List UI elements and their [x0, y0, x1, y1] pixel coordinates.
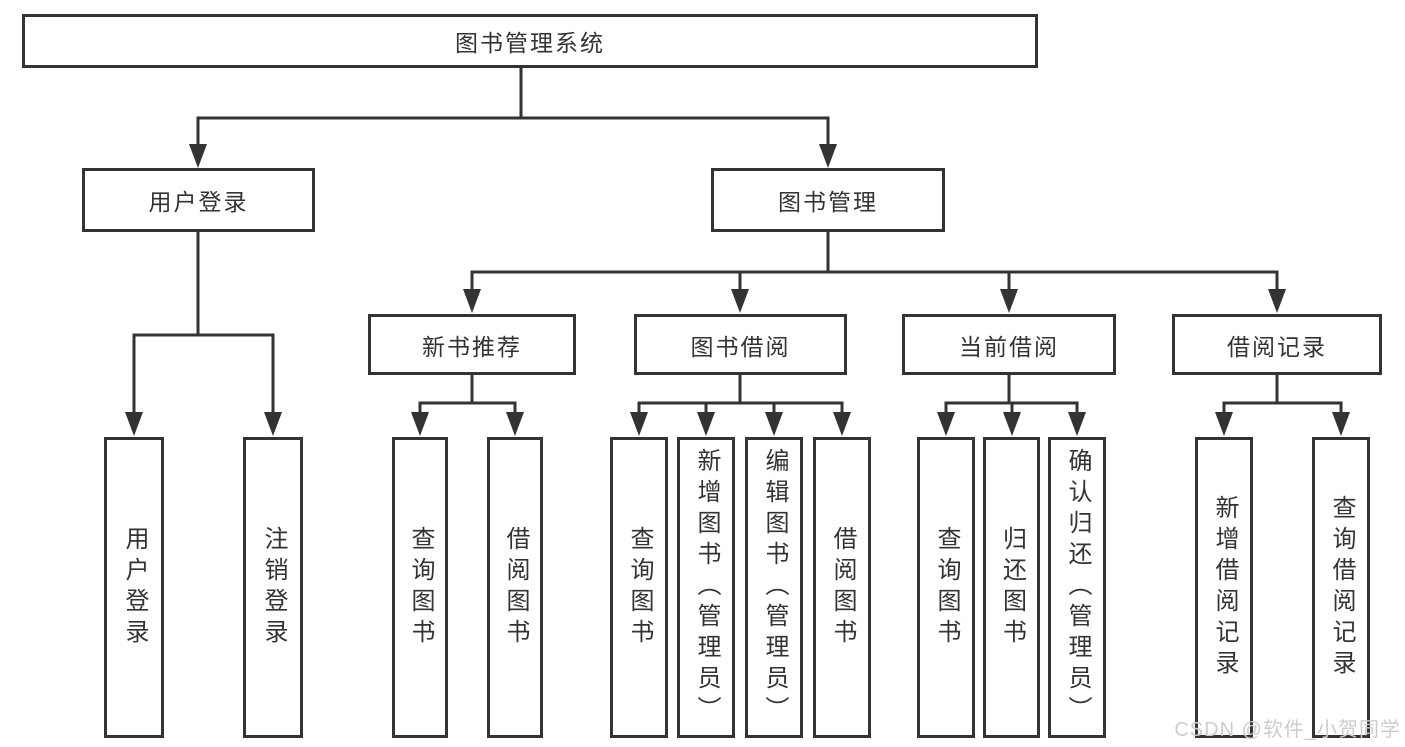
- arrowhead-icon: [189, 144, 207, 168]
- csdn-watermark: CSDN @软件_小贺同学: [1174, 719, 1401, 741]
- leaf-recommend-query-books: 查询图书: [392, 437, 448, 738]
- leaf-borrow-borrow-books: 借阅图书: [813, 437, 871, 738]
- node-borrowing-records: 借阅记录: [1172, 314, 1382, 375]
- connector-root-to-level2: [196, 66, 830, 148]
- leaf-borrow-edit-books-admin-label: 编辑图书（管理员）: [761, 448, 788, 727]
- arrowhead-icon: [937, 412, 955, 436]
- leaf-borrow-borrow-books-label: 借阅图书: [829, 525, 856, 650]
- node-book-management-label: 图书管理: [778, 189, 878, 215]
- arrowhead-icon: [1215, 412, 1233, 436]
- leaf-records-add-borrow-record: 新增借阅记录: [1195, 437, 1253, 738]
- arrowhead-icon: [1068, 412, 1086, 436]
- arrowhead-icon: [833, 412, 851, 436]
- leaf-recommend-borrow-books: 借阅图书: [487, 437, 543, 738]
- leaf-user-login-label: 用户登录: [121, 525, 148, 650]
- connector-new-book-to-leaves: [418, 373, 517, 416]
- leaf-current-confirm-return-admin: 确认归还（管理员）: [1048, 437, 1106, 738]
- node-user-login-label: 用户登录: [148, 189, 249, 215]
- arrowhead-icon: [731, 289, 749, 313]
- arrowhead-icon: [819, 144, 837, 168]
- node-new-book-recommendation: 新书推荐: [368, 314, 576, 375]
- arrowhead-icon: [697, 412, 715, 436]
- node-book-borrowing-label: 图书借阅: [690, 333, 791, 360]
- arrowhead-icon: [411, 412, 429, 436]
- connector-borrow-records-to-leaves: [1222, 373, 1343, 416]
- leaf-borrow-edit-books-admin: 编辑图书（管理员）: [745, 437, 803, 738]
- leaf-logout-login-label: 注销登录: [260, 525, 287, 650]
- leaf-recommend-borrow-books-label: 借阅图书: [502, 525, 529, 650]
- leaf-borrow-query-books: 查询图书: [610, 437, 668, 738]
- node-root-system-label: 图书管理系统: [455, 30, 605, 56]
- leaf-records-query-borrow-record-label: 查询借阅记录: [1328, 494, 1355, 681]
- leaf-user-login: 用户登录: [104, 437, 164, 738]
- arrowhead-icon: [506, 412, 524, 436]
- arrowhead-icon: [765, 412, 783, 436]
- leaf-records-query-borrow-record: 查询借阅记录: [1312, 437, 1370, 738]
- arrowhead-icon: [1332, 412, 1350, 436]
- arrowhead-icon: [1268, 289, 1286, 313]
- leaf-borrow-query-books-label: 查询图书: [626, 525, 653, 650]
- connector-current-borrow-to-leaves: [944, 373, 1079, 416]
- connector-user-login-to-leaves: [132, 230, 275, 416]
- leaf-current-return-books-label: 归还图书: [998, 525, 1026, 650]
- node-new-book-recommendation-label: 新书推荐: [422, 333, 522, 360]
- leaf-current-query-books-label: 查询图书: [933, 525, 960, 650]
- leaf-borrow-add-books-admin: 新增图书（管理员）: [677, 437, 735, 738]
- arrowhead-icon: [463, 289, 481, 313]
- leaf-current-return-books: 归还图书: [983, 437, 1040, 738]
- node-root-system: 图书管理系统: [22, 14, 1038, 68]
- arrowhead-icon: [125, 412, 143, 436]
- leaf-current-query-books: 查询图书: [917, 437, 975, 738]
- node-book-borrowing: 图书借阅: [634, 314, 847, 375]
- leaf-borrow-add-books-admin-label: 新增图书（管理员）: [693, 448, 720, 727]
- connector-book-borrow-to-leaves: [637, 373, 844, 416]
- node-book-management: 图书管理: [711, 168, 945, 232]
- arrowhead-icon: [1000, 289, 1018, 313]
- arrowhead-icon: [630, 412, 648, 436]
- leaf-current-confirm-return-admin-label: 确认归还（管理员）: [1064, 448, 1091, 727]
- node-current-borrowing-label: 当前借阅: [959, 333, 1059, 360]
- arrowhead-icon: [1003, 412, 1021, 436]
- leaf-recommend-query-books-label: 查询图书: [407, 525, 434, 650]
- connector-book-management-to-level3: [470, 230, 1279, 293]
- node-borrowing-records-label: 借阅记录: [1227, 333, 1327, 360]
- node-current-borrowing: 当前借阅: [902, 314, 1116, 375]
- node-user-login: 用户登录: [82, 168, 315, 232]
- leaf-records-add-borrow-record-label: 新增借阅记录: [1211, 494, 1238, 681]
- leaf-logout-login: 注销登录: [243, 437, 303, 738]
- arrowhead-icon: [264, 412, 282, 436]
